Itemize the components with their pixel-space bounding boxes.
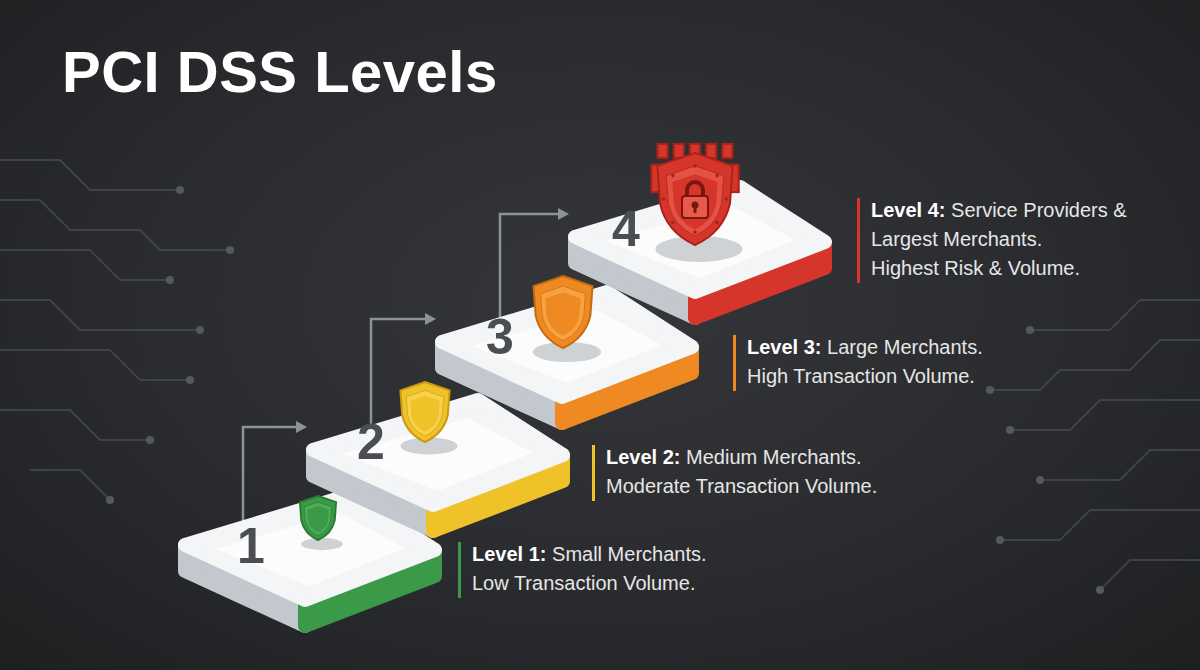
level-summary: Large Merchants.: [827, 336, 983, 358]
diagram-title: PCI DSS Levels: [62, 38, 498, 105]
level-name: Level 2:: [606, 446, 680, 468]
level-description: Level 2: Medium Merchants.Moderate Trans…: [606, 443, 966, 501]
level-detail: Highest Risk & Volume.: [871, 254, 1133, 283]
step-number: 4: [612, 204, 640, 254]
level-description: Level 1: Small Merchants.Low Transaction…: [472, 540, 792, 598]
level-description: Level 3: Large Merchants.High Transactio…: [747, 333, 1047, 391]
level-summary: Small Merchants.: [552, 543, 707, 565]
step-number: 3: [486, 312, 514, 362]
accent-bar: [592, 445, 595, 501]
step-number: 2: [357, 417, 385, 467]
level-detail: Moderate Transaction Volume.: [606, 472, 966, 501]
level-description: Level 4: Service Providers & Largest Mer…: [871, 196, 1133, 283]
description-line: Level 2: Medium Merchants.: [606, 443, 966, 472]
level-summary: Medium Merchants.: [686, 446, 862, 468]
level-detail: High Transaction Volume.: [747, 362, 1047, 391]
level-detail: Low Transaction Volume.: [472, 569, 792, 598]
step-number: 1: [237, 521, 265, 571]
description-line: Level 1: Small Merchants.: [472, 540, 792, 569]
description-line: Level 3: Large Merchants.: [747, 333, 1047, 362]
level-step: 4: [565, 177, 835, 327]
description-line: Level 4: Service Providers & Largest Mer…: [871, 196, 1133, 254]
level-name: Level 3:: [747, 336, 821, 358]
level-name: Level 1:: [472, 543, 546, 565]
accent-bar: [857, 198, 860, 283]
level-name: Level 4:: [871, 199, 945, 221]
accent-bar: [458, 542, 461, 598]
accent-bar: [733, 335, 736, 391]
step-slab: [565, 177, 835, 327]
